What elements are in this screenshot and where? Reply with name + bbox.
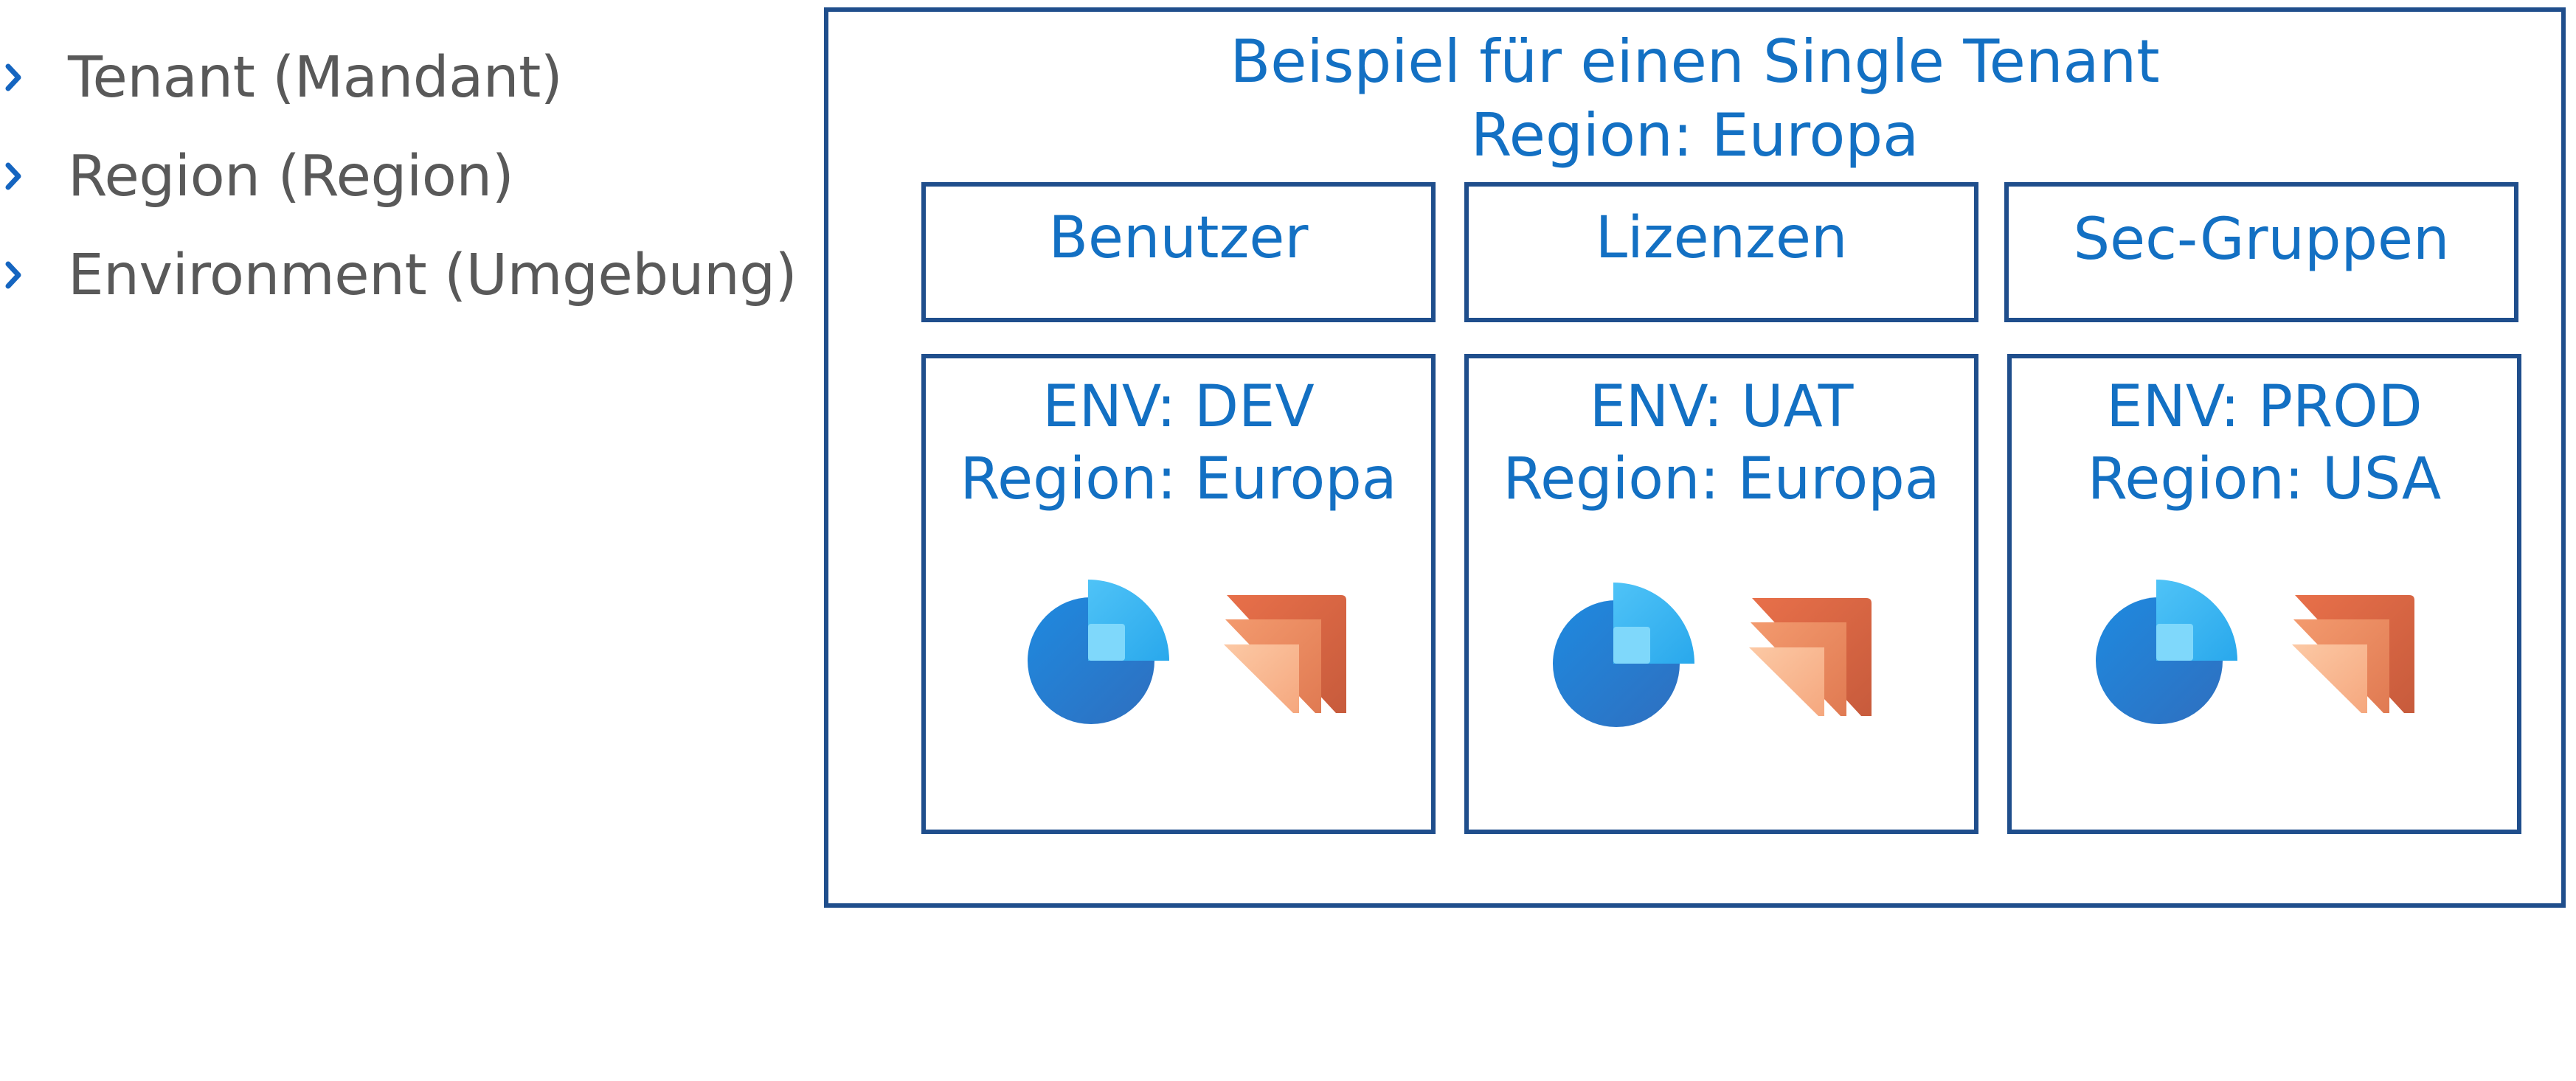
tenant-title-line1: Beispiel für einen Single Tenant	[1230, 27, 2160, 96]
tenant-title-line2: Region: Europa	[1470, 101, 1919, 170]
environment-env-label: ENV: PROD	[2106, 374, 2423, 440]
tenant-title: Beispiel für einen Single Tenant Region:…	[828, 25, 2561, 173]
environment-env-label: ENV: UAT	[1589, 374, 1854, 440]
bullet-list: Tenant (Mandant) Region (Region) Environ…	[0, 28, 797, 324]
environment-region-label: Region: USA	[2087, 446, 2442, 512]
resource-box-sec-gruppen: Sec-Gruppen	[2004, 182, 2518, 322]
resource-box-benutzer: Benutzer	[921, 182, 1436, 322]
tenant-box: Beispiel für einen Single Tenant Region:…	[824, 7, 2566, 908]
power-apps-icon	[2292, 595, 2414, 713]
bullet-item-environment: Environment (Umgebung)	[0, 226, 797, 324]
chevron-right-icon	[0, 63, 68, 92]
resource-label: Benutzer	[1048, 205, 1309, 271]
resource-label: Lizenzen	[1595, 205, 1848, 271]
resource-box-lizenzen: Lizenzen	[1464, 182, 1978, 322]
environment-region-label: Region: Europa	[1503, 446, 1940, 512]
environment-box-prod: ENV: PROD Region: USA	[2007, 354, 2521, 834]
bullet-text: Environment (Umgebung)	[68, 242, 797, 308]
chevron-right-icon	[0, 260, 68, 290]
environment-box-dev: ENV: DEV Region: Europa	[921, 354, 1436, 834]
power-bi-icon	[1028, 580, 1169, 724]
chevron-right-icon	[0, 161, 68, 191]
bullet-text: Region (Region)	[68, 143, 514, 209]
bullet-item-region: Region (Region)	[0, 127, 797, 226]
environment-box-uat: ENV: UAT Region: Europa	[1464, 354, 1978, 834]
power-bi-icon	[1553, 583, 1694, 727]
power-bi-icon	[2096, 580, 2237, 724]
resource-label: Sec-Gruppen	[2073, 206, 2450, 273]
power-apps-icon	[1749, 598, 1872, 716]
environment-region-label: Region: Europa	[960, 446, 1397, 512]
bullet-item-tenant: Tenant (Mandant)	[0, 28, 797, 127]
environment-env-label: ENV: DEV	[1042, 374, 1315, 440]
power-apps-icon	[1224, 595, 1346, 713]
bullet-text: Tenant (Mandant)	[68, 44, 563, 111]
